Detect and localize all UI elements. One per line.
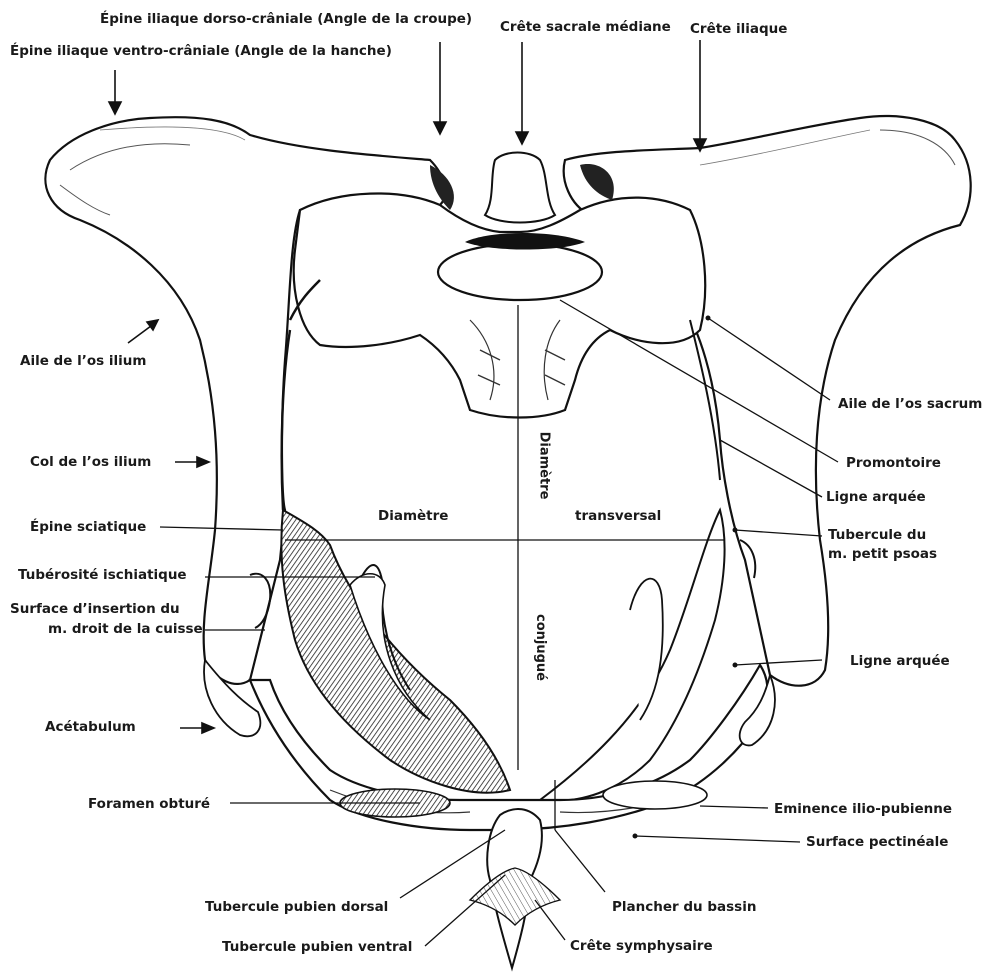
label-epine-sciatique: Épine sciatique [30,518,146,536]
label-eminence: Eminence ilio-pubienne [774,800,952,818]
label-tubercule-pubien-ventral: Tubercule pubien ventral [222,938,412,956]
label-tubercule-psoas-line2: m. petit psoas [828,545,937,563]
label-tuberosite: Tubérosité ischiatique [18,566,187,584]
label-diametre-conjugue-2: conjugué [533,612,548,683]
label-crete-symphysaire: Crête symphysaire [570,937,713,955]
label-tubercule-psoas-line1: Tubercule du [828,526,926,544]
label-promontoire: Promontoire [846,454,941,472]
label-acetabulum: Acétabulum [45,718,136,736]
label-surface-insertion-line1: Surface d’insertion du [10,600,180,618]
label-surface-pectineale: Surface pectinéale [806,833,948,851]
label-aile-ilium: Aile de l’os ilium [20,352,146,370]
label-crete-iliaque: Crête iliaque [690,20,787,38]
label-diametre-transversal-2: transversal [575,508,661,524]
label-col-ilium: Col de l’os ilium [30,453,151,471]
label-diametre-transversal-1: Diamètre [378,508,448,524]
label-crete-sacrale: Crête sacrale médiane [500,18,671,36]
label-ligne-arquee-1: Ligne arquée [826,488,926,506]
label-diametre-conjugue-1: Diamètre [536,430,551,502]
sacrum [294,194,705,418]
label-aile-sacrum: Aile de l’os sacrum [838,395,982,413]
label-surface-insertion-line2: m. droit de la cuisse [48,620,203,638]
label-ventro-cranial: Épine iliaque ventro-crâniale (Angle de … [10,42,392,60]
label-plancher: Plancher du bassin [612,898,756,916]
label-ligne-arquee-2: Ligne arquée [850,652,950,670]
label-foramen: Foramen obturé [88,795,210,813]
left-ischium [281,510,510,793]
label-tubercule-pubien-dorsal: Tubercule pubien dorsal [205,898,388,916]
label-dorso-cranial: Épine iliaque dorso-crâniale (Angle de l… [100,10,472,28]
